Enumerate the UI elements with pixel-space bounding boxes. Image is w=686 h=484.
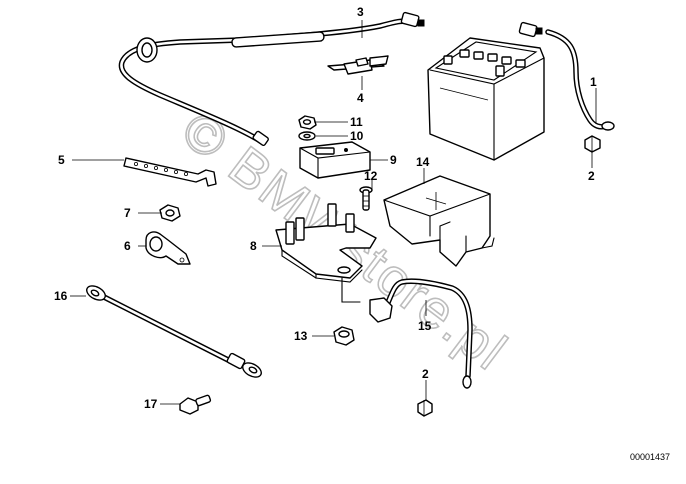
callout-4: 4 — [357, 91, 364, 105]
callout-6: 6 — [124, 239, 131, 253]
callout-3: 3 — [357, 5, 364, 19]
callout-12: 12 — [364, 169, 378, 183]
callout-14: 14 — [416, 155, 430, 169]
main-battery-cable[interactable] — [118, 11, 425, 147]
callout-11: 11 — [350, 115, 363, 129]
callout-17: 17 — [144, 397, 158, 411]
callout-labels: 3 4 1 2 5 7 6 8 9 10 11 12 14 13 15 16 1… — [54, 5, 597, 411]
callout-8: 8 — [250, 239, 257, 253]
callout-9: 9 — [390, 153, 397, 167]
callout-5: 5 — [58, 153, 65, 167]
callout-15: 15 — [418, 319, 432, 333]
terminal-housing[interactable] — [383, 175, 495, 267]
terminal-bracket[interactable] — [275, 203, 377, 303]
cable-clip[interactable] — [327, 55, 389, 75]
callout-10: 10 — [350, 129, 364, 143]
callout-7: 7 — [124, 206, 131, 220]
diagram-reference-number: 00001437 — [630, 452, 670, 462]
callout-16: 16 — [54, 289, 68, 303]
battery-cable-long[interactable] — [84, 283, 263, 380]
leader-lines — [70, 20, 597, 405]
cable-strap[interactable] — [123, 157, 217, 187]
callout-1: 1 — [590, 75, 597, 89]
ground-strap[interactable] — [369, 278, 473, 389]
callout-2-upper: 2 — [588, 169, 595, 183]
nut-upper[interactable] — [159, 204, 181, 222]
bolt-17[interactable] — [179, 394, 212, 415]
ground-cable[interactable] — [518, 21, 615, 131]
callout-13: 13 — [294, 329, 308, 343]
screw-12[interactable] — [359, 186, 373, 211]
terminal-cover[interactable] — [299, 141, 371, 179]
bolt-upper[interactable] — [584, 135, 601, 153]
cable-clamp[interactable] — [145, 231, 191, 265]
callout-2-lower: 2 — [422, 367, 429, 381]
battery[interactable] — [427, 37, 545, 161]
washer[interactable] — [298, 131, 316, 141]
bolt-lower[interactable] — [417, 399, 433, 417]
nut-lower[interactable] — [333, 326, 355, 346]
nut-small[interactable] — [298, 115, 317, 130]
